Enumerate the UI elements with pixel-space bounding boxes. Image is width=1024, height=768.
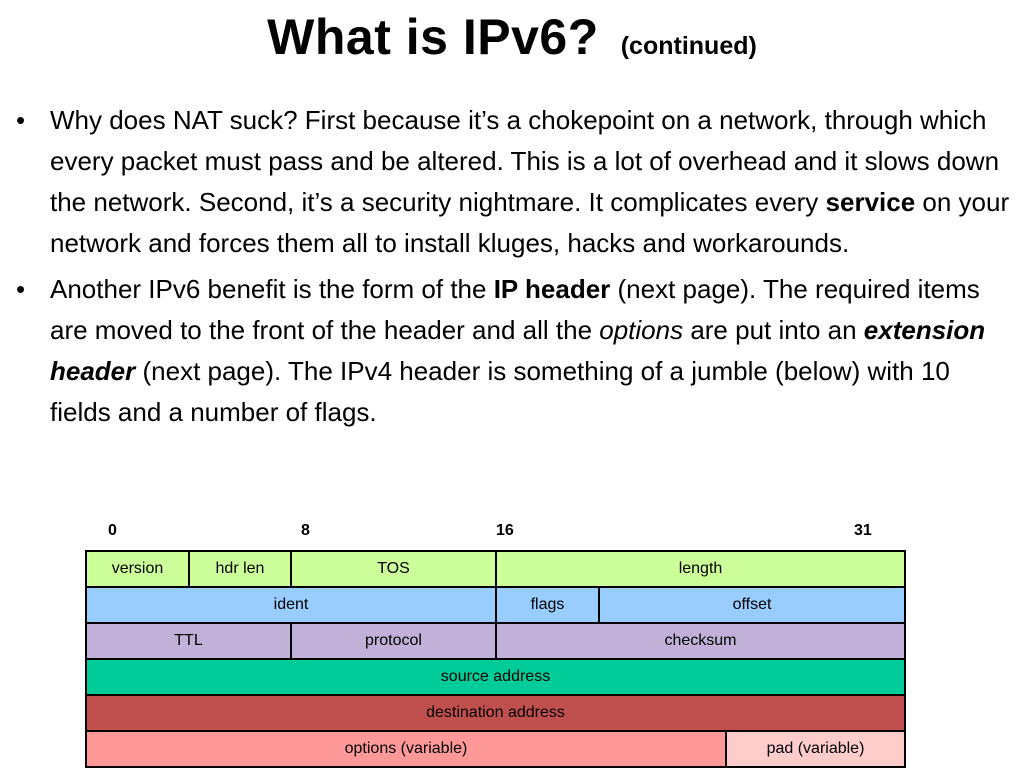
field-version: version bbox=[85, 550, 190, 588]
bullet-bold-italic-text: extension header bbox=[50, 315, 986, 386]
bullet-bold-text: IP header bbox=[493, 274, 611, 304]
title-main: What is IPv6? bbox=[267, 9, 599, 65]
bit-label-0: 0 bbox=[108, 522, 117, 539]
field-tos: TOS bbox=[290, 550, 497, 588]
bullet-marker: • bbox=[16, 105, 26, 135]
field-protocol: protocol bbox=[290, 622, 497, 660]
field-hdr-len: hdr len bbox=[188, 550, 292, 588]
bullet-list: • Why does NAT suck? First because it’s … bbox=[14, 100, 1014, 438]
bullet-text: on your network and forces them all to i… bbox=[50, 187, 1010, 258]
bit-label-31: 31 bbox=[854, 522, 872, 539]
field-ident: ident bbox=[85, 586, 497, 624]
bullet-bold-text: service bbox=[825, 187, 916, 217]
bullet-text: (next page). The required items are move… bbox=[50, 274, 980, 345]
bullet-ip-header: • Another IPv6 benefit is the form of th… bbox=[14, 269, 1014, 433]
bullet-nat: • Why does NAT suck? First because it’s … bbox=[14, 100, 1014, 264]
field-options: options (variable) bbox=[85, 730, 727, 768]
bullet-text: (next page). The IPv4 header is somethin… bbox=[50, 356, 950, 427]
bullet-text: Another IPv6 benefit is the form of the bbox=[50, 274, 494, 304]
bullet-text: are put into an bbox=[683, 315, 864, 345]
bullet-marker: • bbox=[16, 274, 26, 304]
field-ttl: TTL bbox=[85, 622, 292, 660]
bit-label-16: 16 bbox=[496, 522, 514, 539]
field-source-address: source address bbox=[85, 658, 906, 696]
field-offset: offset bbox=[598, 586, 906, 624]
field-pad: pad (variable) bbox=[725, 730, 906, 768]
field-length: length bbox=[495, 550, 906, 588]
bit-label-8: 8 bbox=[301, 522, 310, 539]
field-destination-address: destination address bbox=[85, 694, 906, 732]
title-subtitle: (continued) bbox=[620, 32, 757, 60]
slide-title: What is IPv6? (continued) bbox=[0, 8, 1024, 66]
field-flags: flags bbox=[495, 586, 600, 624]
bullet-text: Why does NAT suck? First because it’s a … bbox=[50, 105, 1000, 217]
field-checksum: checksum bbox=[495, 622, 906, 660]
bullet-italic-text: options bbox=[599, 315, 684, 345]
